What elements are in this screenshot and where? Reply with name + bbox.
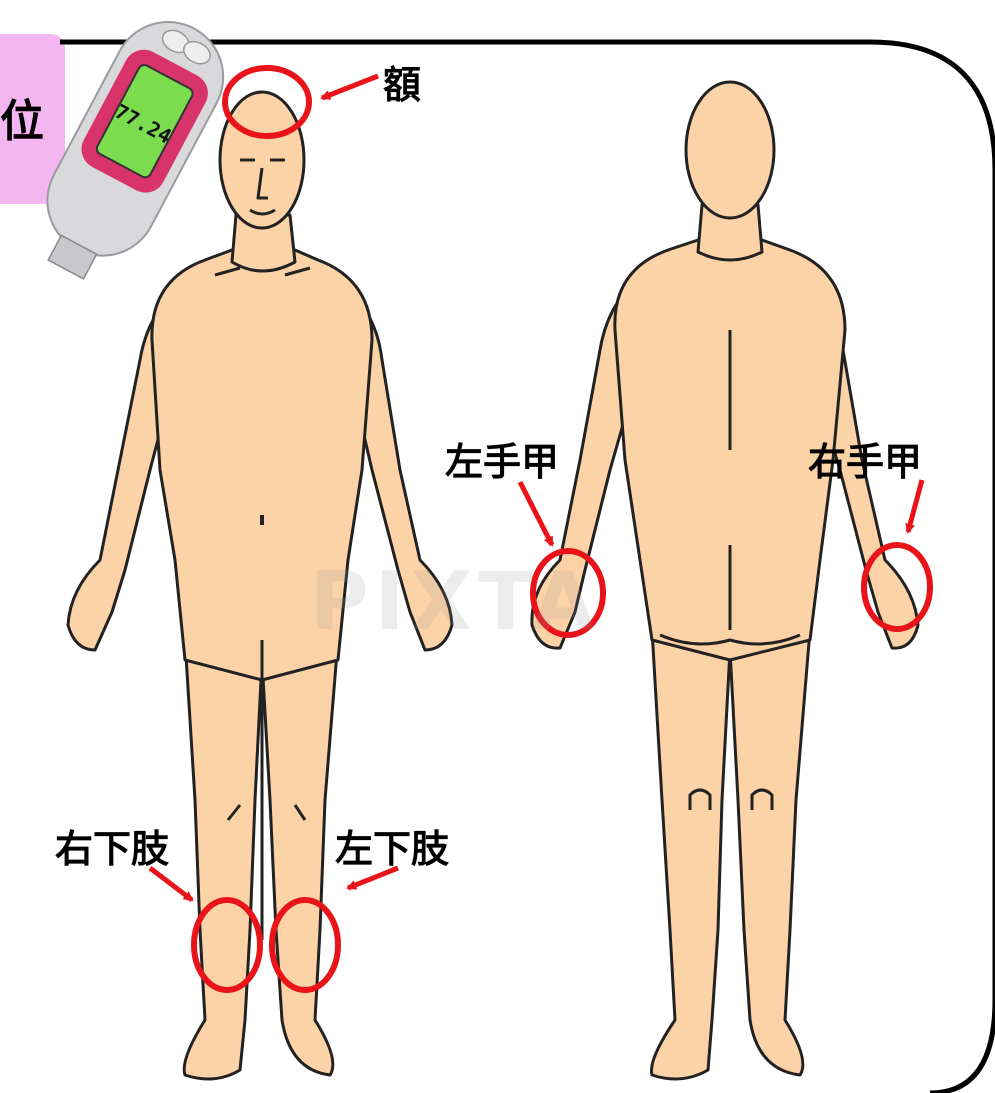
label-right-hand-back: 右手甲 [808,443,922,481]
arrow-right-lower-limb [150,868,192,900]
thermometer-device-icon: 77.24 [17,3,242,296]
arrow-left-hand-back [520,482,552,545]
label-right-lower-limb: 右下肢 [55,830,169,868]
label-forehead: 額 [383,66,421,104]
arrow-left-lower-limb [348,868,398,888]
label-left-lower-limb: 左下肢 [335,830,449,868]
label-left-hand-back: 左手甲 [445,443,559,481]
arrow-forehead [322,76,378,98]
arrow-right-hand-back [908,480,922,532]
watermark: PIXTA [310,555,600,648]
